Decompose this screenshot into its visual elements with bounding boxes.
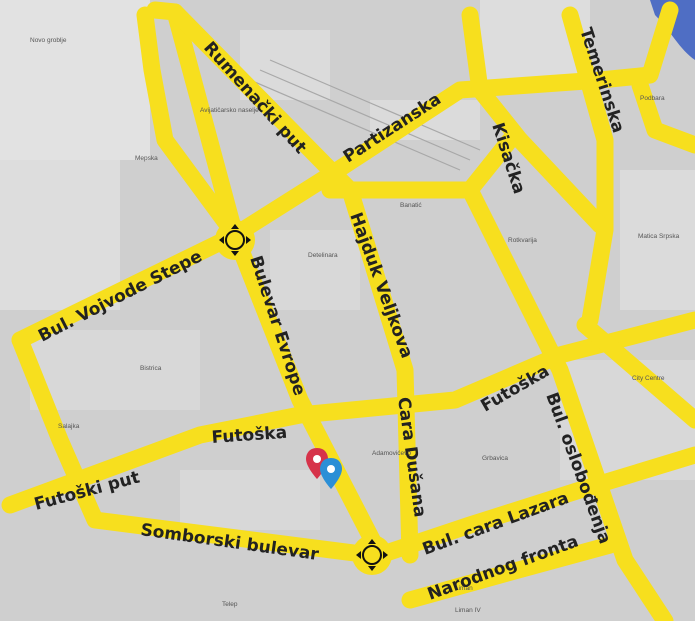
area-bistrica: Bistrica bbox=[140, 365, 162, 372]
road-bul-cara-lazara bbox=[371, 446, 695, 564]
roundabout-vojvode-stepe bbox=[215, 220, 255, 260]
area-grbavica: Grbavica bbox=[482, 455, 508, 462]
road-partizanska bbox=[226, 1, 679, 244]
road-kisacka bbox=[471, 81, 609, 234]
road-bulevar-evrope bbox=[226, 226, 389, 564]
road-north-top bbox=[461, 6, 489, 99]
road-northeast bbox=[631, 76, 695, 154]
area-mepska: Mepska bbox=[135, 155, 158, 162]
area-city-centre: City Centre bbox=[632, 375, 665, 382]
area-rotkvarija: Rotkvarija bbox=[508, 237, 537, 244]
road-west-connector bbox=[136, 6, 244, 244]
road-rumenacki-put bbox=[166, 3, 359, 199]
road-temerinska bbox=[561, 6, 614, 329]
area-novo-groblje: Novo groblje bbox=[30, 37, 67, 44]
area-banatic: Banatić bbox=[400, 202, 422, 209]
area-liman-iv: Liman IV bbox=[455, 607, 481, 614]
area-podbara: Podbara bbox=[640, 95, 665, 102]
road-bul-oslobodjenja bbox=[461, 181, 674, 621]
area-detelinara: Detelinara bbox=[308, 252, 338, 259]
area-adamovicevo: Adamovićevo bbox=[372, 450, 411, 457]
road-futoska bbox=[1, 311, 695, 514]
area-labels: Novo groblje Avijatičarsko naselje Mepsk… bbox=[30, 37, 680, 614]
map-pin-icon[interactable] bbox=[320, 458, 342, 489]
railway-tracks bbox=[249, 59, 481, 171]
location-marker-blue[interactable] bbox=[320, 458, 342, 489]
area-avijaticarsko: Avijatičarsko naselje bbox=[200, 107, 259, 114]
roundabout-somborski bbox=[352, 535, 392, 575]
area-salajka: Salajka bbox=[58, 423, 80, 430]
road-narodnog-fronta bbox=[401, 536, 619, 609]
road-east-diagonal bbox=[576, 316, 695, 429]
road-hajduk-cara-dusana bbox=[341, 181, 419, 564]
area-telep: Telep bbox=[222, 601, 238, 608]
area-matica-srpska: Matica Srpska bbox=[638, 233, 680, 240]
pin-center bbox=[313, 455, 321, 463]
area-liman: Liman bbox=[455, 585, 473, 592]
road-rumenacki-west bbox=[11, 1, 244, 349]
pin-center bbox=[327, 465, 335, 473]
